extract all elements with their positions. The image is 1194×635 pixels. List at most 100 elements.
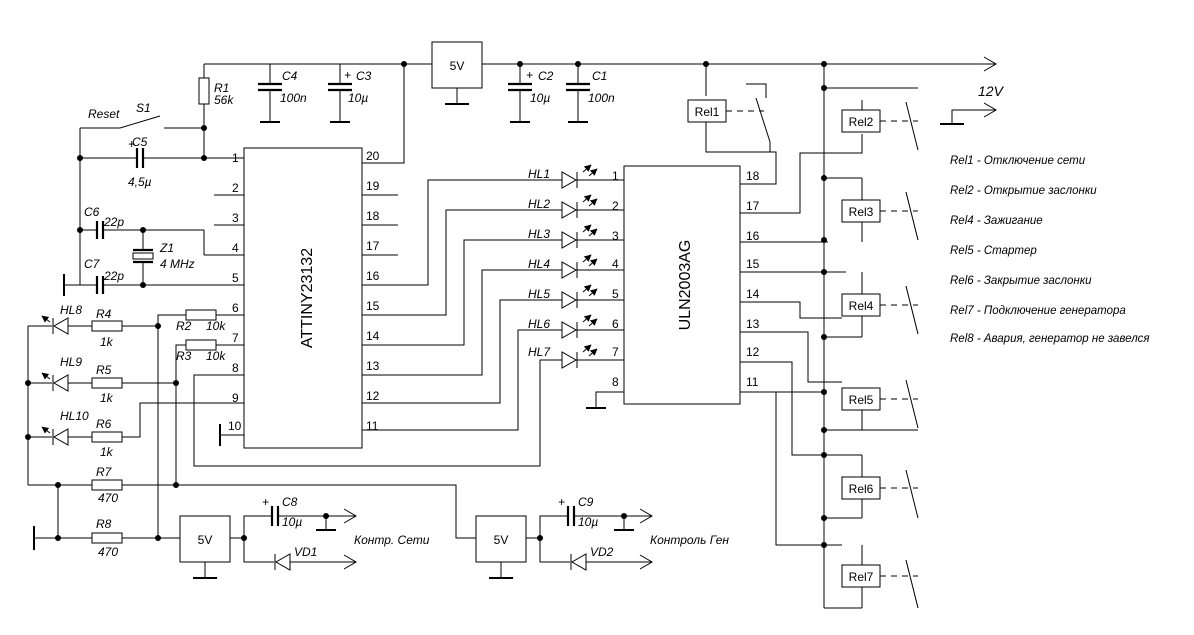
relay-rel5: Rel5 <box>824 379 919 431</box>
svg-text:+: + <box>128 137 135 151</box>
svg-text:12: 12 <box>746 345 760 359</box>
svg-text:R7: R7 <box>96 465 113 479</box>
svg-text:14: 14 <box>366 329 380 343</box>
svg-text:R1: R1 <box>214 81 229 95</box>
svg-text:C9: C9 <box>578 495 594 509</box>
svg-text:HL6: HL6 <box>528 317 550 331</box>
regulator-gen: 5V + C9 10µ VD2 Контроль Ген <box>475 495 729 579</box>
legend-item: Rel8 - Авария, генератор не завелся <box>950 333 1150 345</box>
svg-text:Rel2: Rel2 <box>849 115 874 129</box>
svg-text:3: 3 <box>232 211 239 225</box>
svg-text:6: 6 <box>612 317 619 331</box>
svg-text:R5: R5 <box>96 363 112 377</box>
relay-rel7: Rel7 <box>824 545 919 609</box>
svg-text:17: 17 <box>366 239 380 253</box>
svg-text:7: 7 <box>612 345 619 359</box>
svg-text:5: 5 <box>232 271 239 285</box>
svg-text:2: 2 <box>232 181 239 195</box>
svg-text:C6: C6 <box>84 205 100 219</box>
driver-outputs <box>705 128 863 546</box>
svg-text:R2: R2 <box>176 319 192 333</box>
svg-text:4 MHz: 4 MHz <box>160 257 195 271</box>
svg-text:VD2: VD2 <box>590 545 614 559</box>
capacitor-c1: C1 100n <box>566 64 615 123</box>
capacitor-c3: + C3 10µ <box>328 64 372 123</box>
svg-text:C4: C4 <box>282 69 298 83</box>
led-hl6: HL6 <box>528 314 624 339</box>
svg-text:HL4: HL4 <box>528 257 550 271</box>
resistor-r8: R8 470 <box>33 326 180 559</box>
svg-text:470: 470 <box>98 545 118 559</box>
svg-text:17: 17 <box>746 199 760 213</box>
led-hl5: HL5 <box>528 284 624 309</box>
crystal-circuit: C6 22p C7 22p Z1 4 MHz <box>63 205 244 296</box>
svg-text:11: 11 <box>746 375 759 389</box>
svg-text:16: 16 <box>746 229 760 243</box>
svg-text:13: 13 <box>746 317 760 331</box>
svg-text:HL2: HL2 <box>528 197 550 211</box>
svg-text:2: 2 <box>612 199 619 213</box>
svg-text:R8: R8 <box>96 517 112 531</box>
svg-text:10µ: 10µ <box>578 515 598 529</box>
svg-text:S1: S1 <box>136 101 151 115</box>
legend-item: Rel1 - Отключение сети <box>950 155 1086 167</box>
input-12v: 12V <box>940 83 1005 125</box>
svg-text:15: 15 <box>746 257 760 271</box>
svg-text:470: 470 <box>98 491 118 505</box>
svg-text:18: 18 <box>746 169 760 183</box>
svg-text:HL8: HL8 <box>60 303 82 317</box>
svg-text:C5: C5 <box>132 135 148 149</box>
svg-text:C8: C8 <box>282 495 298 509</box>
svg-text:5V: 5V <box>494 533 509 547</box>
capacitor-c5: + C5 4,5µ <box>80 135 244 189</box>
svg-text:18: 18 <box>366 209 380 223</box>
svg-text:HL9: HL9 <box>60 355 82 369</box>
relay-bus <box>821 64 918 608</box>
svg-text:Rel1: Rel1 <box>695 105 720 119</box>
svg-text:10: 10 <box>228 419 242 433</box>
led-hl3: HL3 <box>528 224 624 249</box>
svg-text:16: 16 <box>366 269 380 283</box>
svg-text:8: 8 <box>612 375 619 389</box>
svg-text:C7: C7 <box>84 257 101 271</box>
resistor-r7: R7 470 <box>28 383 476 539</box>
svg-text:10µ: 10µ <box>348 91 368 105</box>
svg-text:1k: 1k <box>100 335 114 349</box>
legend-item: Rel6 - Закрытие заслонки <box>950 275 1092 287</box>
svg-text:Rel7: Rel7 <box>849 570 874 584</box>
resistor-r2: R2 10k <box>155 309 244 333</box>
svg-text:HL10: HL10 <box>60 409 89 423</box>
svg-text:19: 19 <box>366 179 380 193</box>
legend-item: Rel4 - Зажигание <box>950 215 1043 227</box>
svg-text:12: 12 <box>366 389 380 403</box>
regulator-top-label: 5V <box>450 59 465 73</box>
svg-text:4: 4 <box>232 241 239 255</box>
power-rail <box>204 56 997 72</box>
svg-text:HL5: HL5 <box>528 287 550 301</box>
svg-text:R3: R3 <box>176 349 192 363</box>
svg-text:22p: 22p <box>103 269 124 283</box>
regulator-top: 5V <box>431 41 483 105</box>
svg-text:9: 9 <box>232 391 239 405</box>
svg-text:8: 8 <box>232 361 239 375</box>
svg-text:6: 6 <box>232 301 239 315</box>
legend-item: Rel7 - Подключение генератора <box>950 305 1126 317</box>
svg-text:ATTINY23132: ATTINY23132 <box>299 248 316 348</box>
svg-text:+: + <box>558 495 565 509</box>
legend: Rel1 - Отключение сети Rel2 - Открытие з… <box>950 155 1150 345</box>
svg-text:C2: C2 <box>538 69 554 83</box>
svg-text:HL3: HL3 <box>528 227 550 241</box>
svg-text:Reset: Reset <box>88 107 120 121</box>
svg-text:Контроль Ген: Контроль Ген <box>650 533 729 547</box>
svg-text:+: + <box>344 68 351 82</box>
svg-text:1k: 1k <box>100 391 114 405</box>
mcu-pin-numbers-right: 20 19 18 17 16 15 14 13 12 11 <box>366 149 380 433</box>
mcu-attiny: ATTINY23132 1 2 3 4 5 6 7 8 9 10 20 19 1… <box>214 64 405 449</box>
svg-text:Rel3: Rel3 <box>849 205 874 219</box>
svg-text:R6: R6 <box>96 417 112 431</box>
svg-text:HL1: HL1 <box>528 167 550 181</box>
svg-text:10k: 10k <box>206 319 226 333</box>
led-hl2: HL2 <box>528 194 624 219</box>
relay-rel2: Rel2 <box>841 100 919 151</box>
